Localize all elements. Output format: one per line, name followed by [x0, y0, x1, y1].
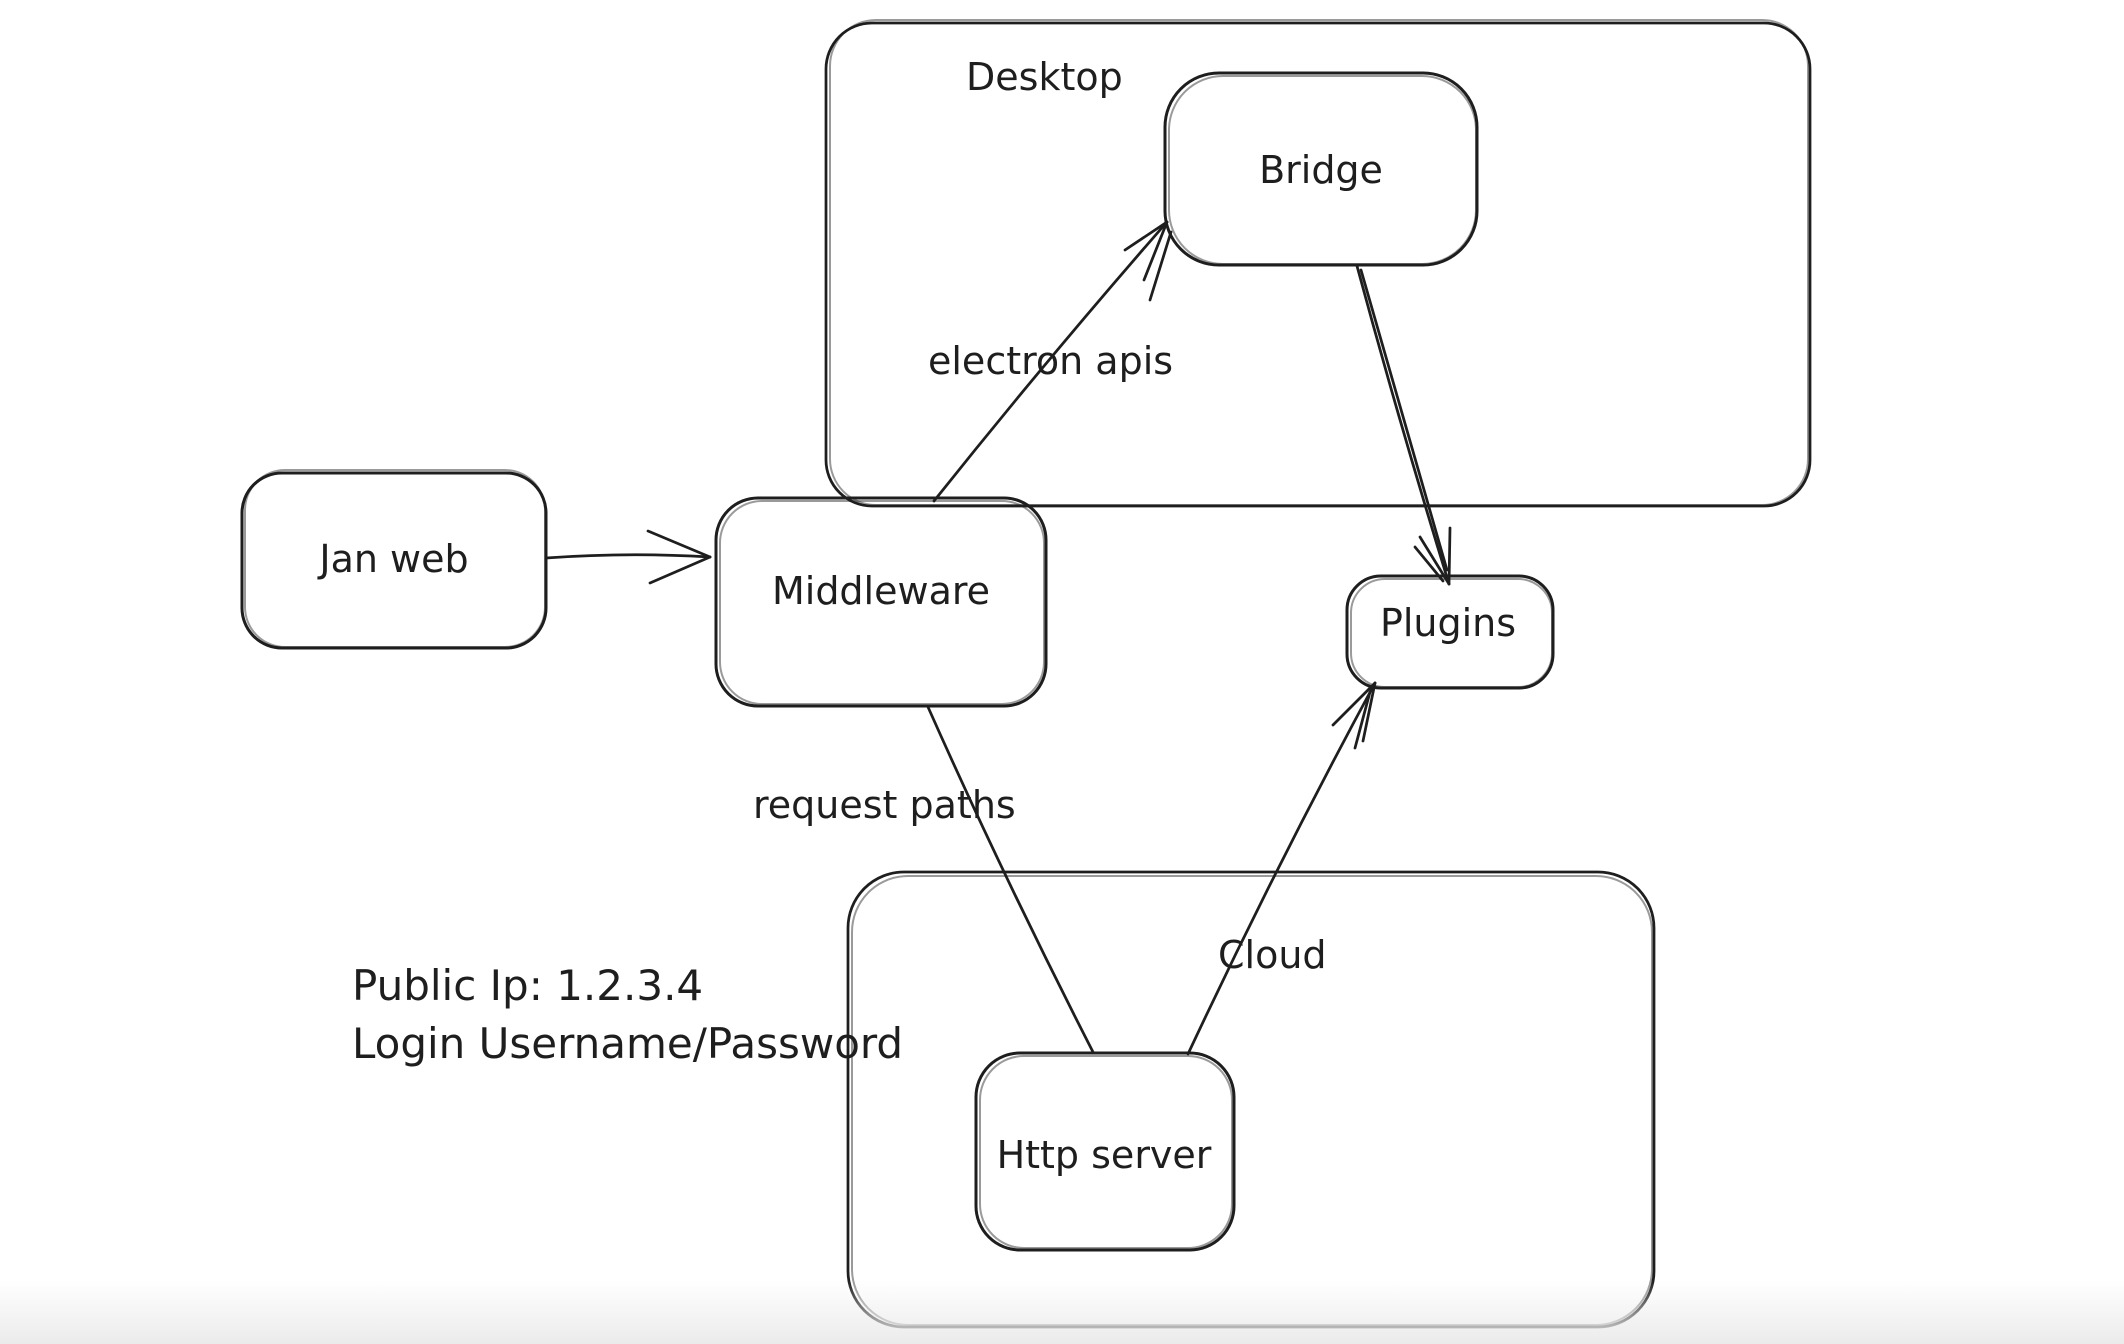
- container-cloud[interactable]: Cloud: [846, 870, 1656, 1329]
- middleware-box: [714, 496, 1048, 708]
- middleware-box-sketch: [719, 500, 1045, 705]
- arrowhead-wing-sketch: [1413, 545, 1445, 583]
- node-bridge[interactable]: Bridge: [1163, 71, 1479, 267]
- annotation-login-text: Login Username/Password: [352, 1019, 903, 1068]
- arrowhead-wing: [1123, 220, 1169, 252]
- edge-label-electron-apis: electron apis: [928, 339, 1173, 383]
- arrowhead-wing: [648, 555, 712, 585]
- plugins-box-sketch: [1350, 578, 1553, 688]
- annotation-login[interactable]: Login Username/Password: [352, 1019, 903, 1068]
- desktop-container-box: [824, 21, 1812, 508]
- edge-bridge-to-plugins[interactable]: [1355, 264, 1452, 586]
- bridge-label: Bridge: [1259, 148, 1383, 192]
- arrow-line: [932, 220, 1169, 503]
- arrow-line: [926, 705, 1095, 1054]
- desktop-container-label: Desktop: [966, 55, 1123, 99]
- arrow-line-sketch: [1359, 268, 1449, 572]
- http-server-label: Http server: [997, 1133, 1212, 1177]
- arrowhead-wing: [1447, 526, 1452, 586]
- arrowhead-wing: [646, 529, 712, 559]
- container-desktop[interactable]: Desktop: [824, 19, 1812, 508]
- node-http-server[interactable]: Http server: [974, 1051, 1236, 1252]
- arrowhead-wing-sketch: [1148, 230, 1173, 302]
- plugins-label: Plugins: [1380, 601, 1516, 645]
- http-server-box-sketch: [979, 1055, 1233, 1249]
- arrowhead-wing: [1418, 535, 1451, 586]
- node-plugins[interactable]: Plugins: [1345, 574, 1555, 690]
- middleware-label: Middleware: [772, 569, 990, 613]
- http-server-box: [974, 1051, 1236, 1252]
- jan-web-box: [240, 471, 548, 650]
- desktop-container-box-sketch: [829, 19, 1809, 506]
- edge-jan-web-to-middleware[interactable]: [544, 529, 712, 585]
- annotation-public-ip[interactable]: Public Ip: 1.2.3.4: [352, 961, 703, 1010]
- jan-web-label: Jan web: [317, 537, 468, 581]
- arrowhead-wing: [1142, 220, 1169, 282]
- arrow-line: [1186, 681, 1377, 1056]
- arrow-line: [544, 553, 712, 560]
- edge-middleware-to-bridge[interactable]: electron apis: [928, 220, 1173, 503]
- arrowhead-wing: [1331, 681, 1377, 727]
- node-jan-web[interactable]: Jan web: [240, 469, 548, 650]
- arrowhead-wing-sketch: [1353, 690, 1372, 750]
- node-middleware[interactable]: Middleware: [714, 496, 1048, 708]
- annotation-public-ip-text: Public Ip: 1.2.3.4: [352, 961, 703, 1010]
- edge-middleware-to-http-server[interactable]: request paths: [753, 705, 1095, 1054]
- bridge-box: [1163, 71, 1479, 267]
- arrowhead-wing: [1361, 681, 1377, 743]
- edge-http-server-to-plugins[interactable]: [1186, 681, 1377, 1056]
- arrow-line: [1355, 264, 1451, 586]
- edge-label-request-paths: request paths: [753, 783, 1016, 827]
- bridge-box-sketch: [1168, 75, 1477, 265]
